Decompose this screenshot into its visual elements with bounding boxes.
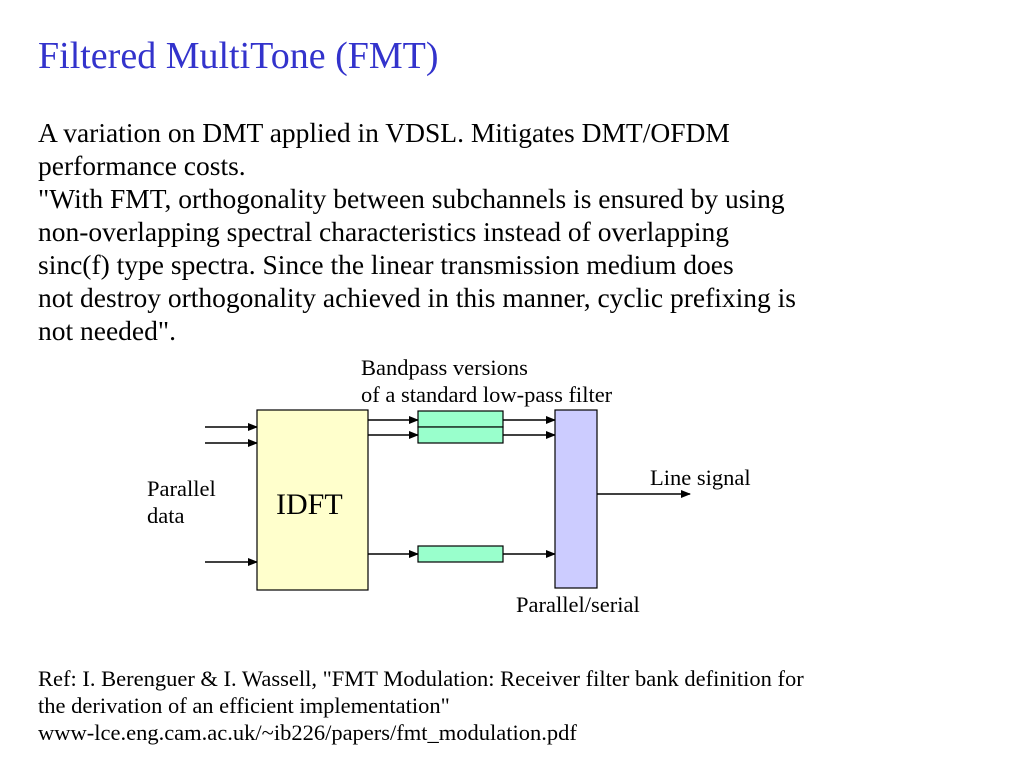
body-line: performance costs. [38,150,246,181]
reference: Ref: I. Berenguer & I. Wassell, "FMT Mod… [38,665,804,746]
body-line: not destroy orthogonality achieved in th… [38,282,797,313]
filter-caption-line2: of a standard low-pass filter [361,382,613,407]
body-line: sinc(f) type spectra. Since the linear t… [38,249,734,280]
parallel-serial-label: Parallel/serial [516,592,640,617]
filter-caption-line1: Bandpass versions [361,355,528,380]
body-line: A variation on DMT applied in VDSL. Miti… [38,117,730,148]
output-label: Line signal [650,465,751,490]
reference-line: Ref: I. Berenguer & I. Wassell, "FMT Mod… [38,666,804,691]
reference-line: the derivation of an efficient implement… [38,693,450,718]
body-line: non-overlapping spectral characteristics… [38,216,730,247]
idft-label: IDFT [276,488,343,521]
reference-url: www-lce.eng.cam.ac.uk/~ib226/papers/fmt_… [38,720,577,745]
body-line: not needed". [38,315,176,346]
body-paragraph: A variation on DMT applied in VDSL. Miti… [38,116,1013,347]
bandpass-filter-block [417,545,504,563]
idft-block [256,409,369,591]
input-label-line1: Parallel [147,476,216,501]
slide-title: Filtered MultiTone (FMT) [38,35,439,77]
input-label-line2: data [147,503,185,528]
body-line: "With FMT, orthogonality between subchan… [38,183,785,214]
bandpass-filter-block [417,426,504,444]
bandpass-filter-block [417,410,504,428]
parallel-serial-block [554,409,598,589]
